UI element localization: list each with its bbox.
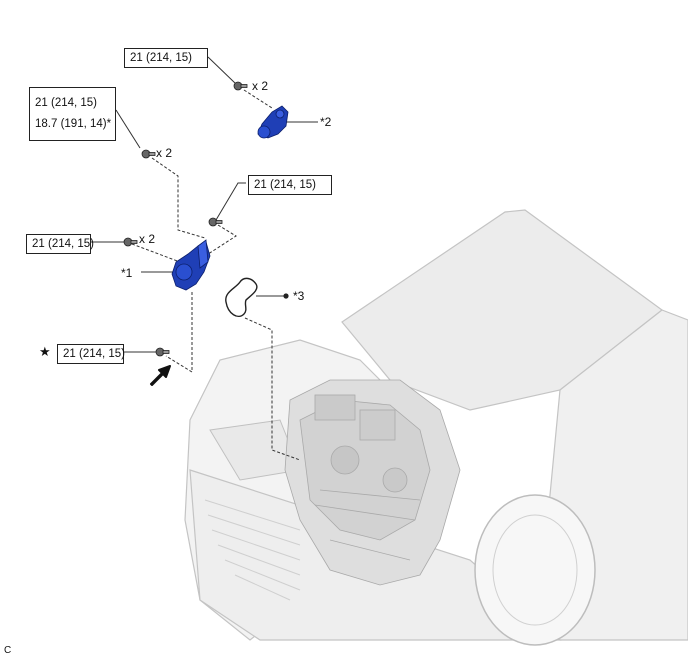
bolts: [123, 81, 248, 357]
quantity-label-top: x 2: [252, 79, 269, 93]
torque-value: 21 (214, 15): [254, 179, 317, 191]
engine-assembly: [284, 379, 461, 586]
front-wheel: [474, 494, 596, 646]
bolt-icon: [123, 237, 138, 247]
callout-part-1: *1: [121, 266, 133, 280]
callout-part-2: *2: [320, 115, 332, 129]
label-leaders: [90, 56, 318, 353]
torque-value-alt: 18.7 (191, 14)*: [35, 118, 112, 130]
callout-part-3: *3: [293, 289, 305, 303]
torque-value: 21 (214, 15): [130, 52, 193, 64]
part-2-bracket: [257, 105, 289, 139]
front-grille: [204, 499, 301, 601]
torque-box-top: 21 (214, 15): [124, 48, 208, 68]
bolt-icon: [155, 347, 170, 357]
torque-box-mid-right: 21 (214, 15): [248, 175, 332, 195]
part-1-bracket: [171, 239, 211, 291]
torque-box-multi: 21 (214, 15) 18.7 (191, 14)*: [29, 87, 116, 141]
leader-lines: [131, 89, 301, 461]
torque-value: 21 (214, 15): [63, 348, 126, 360]
bolt-icon: [141, 149, 156, 159]
torque-box-bottom: 21 (214, 15): [57, 344, 126, 364]
torque-value: 21 (214, 15): [32, 238, 95, 250]
part-3-gasket: [225, 277, 258, 318]
quantity-label-mid: x 2: [156, 146, 173, 160]
star-icon: ★: [39, 344, 51, 359]
bolt-icon: [233, 81, 248, 91]
bolt-icon: [208, 217, 223, 227]
bullet-icon: [283, 293, 289, 299]
torque-value: 21 (214, 15): [35, 97, 98, 109]
torque-box-left: 21 (214, 15): [26, 234, 95, 254]
figure-code: C: [4, 645, 12, 656]
arrow-icon: [150, 365, 171, 386]
quantity-label-left: x 2: [139, 232, 156, 246]
